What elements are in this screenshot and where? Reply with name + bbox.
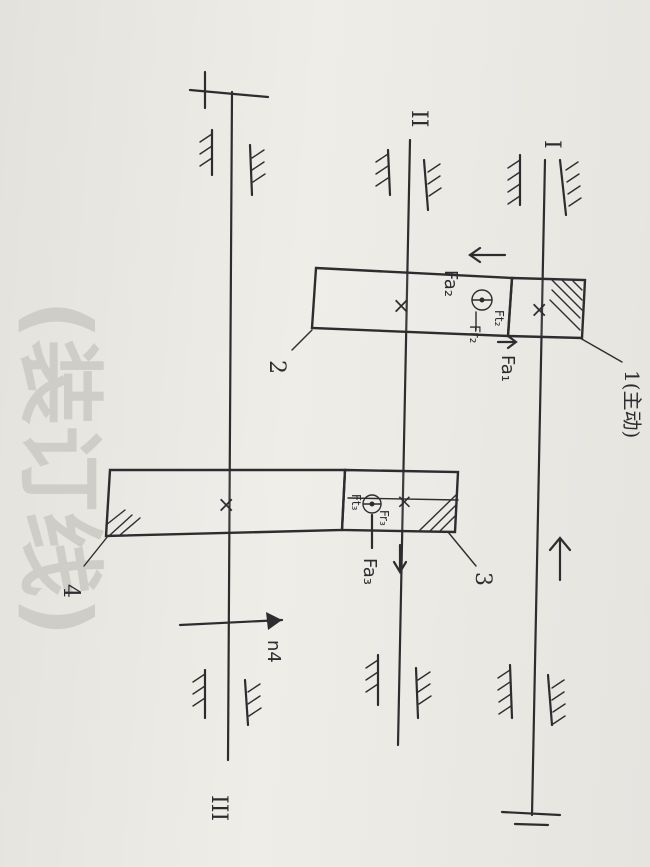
bearing-shaft-ii-bottom: [365, 653, 432, 720]
shaft-label-ii: II: [406, 110, 431, 127]
label-fr2: Fr₂: [466, 325, 482, 343]
center-mark-gear-1: ×: [530, 298, 548, 323]
shaft-label-i: I: [539, 140, 564, 149]
shaft-iii: [188, 70, 270, 762]
label-fa2: Fa₂: [440, 270, 461, 297]
leader-gear-1: [579, 337, 623, 363]
label-ft3: Ft₃: [349, 494, 363, 511]
label-ft2: Ft₂: [492, 310, 506, 327]
rotation-arrow-shaft-i: [548, 536, 572, 582]
gear-label-3: 3: [470, 572, 495, 586]
center-mark-gear-2: ×: [392, 294, 410, 319]
bearing-shaft-iii-bottom: [192, 668, 262, 727]
shaft-ii: [396, 138, 412, 747]
force-symbol-gear-2: [468, 246, 518, 350]
gear-4: [104, 468, 347, 538]
bearing-shaft-i-bottom: [497, 663, 566, 727]
bearing-shaft-iii-top: [199, 128, 266, 197]
center-mark-gear-4: ×: [217, 493, 235, 518]
bleed-through-text: (装订线): [9, 300, 109, 637]
rotation-arrow-shaft-iii: [178, 612, 284, 630]
shaft-i: [500, 158, 562, 827]
label-n4: n4: [263, 640, 284, 663]
bearing-shaft-i-top: [507, 153, 582, 217]
bearing-shaft-ii-top: [375, 148, 442, 212]
label-fr3: Fr₃: [377, 510, 391, 526]
label-fa3: Fa₃: [359, 558, 380, 585]
gear-label-1: 1(主动): [620, 370, 644, 438]
shaft-label-iii: III: [206, 795, 231, 821]
gear-1: [506, 276, 587, 340]
leader-gear-4: [83, 535, 109, 567]
label-fa1: Fa₁: [497, 355, 518, 382]
center-mark-gear-3: ×: [396, 489, 413, 513]
leader-gear-3: [447, 531, 477, 567]
force-symbol-gear-3: [362, 494, 408, 575]
gear-label-2: 2: [264, 360, 289, 374]
gear-label-4: 4: [58, 584, 83, 598]
leader-gear-2: [291, 329, 313, 351]
